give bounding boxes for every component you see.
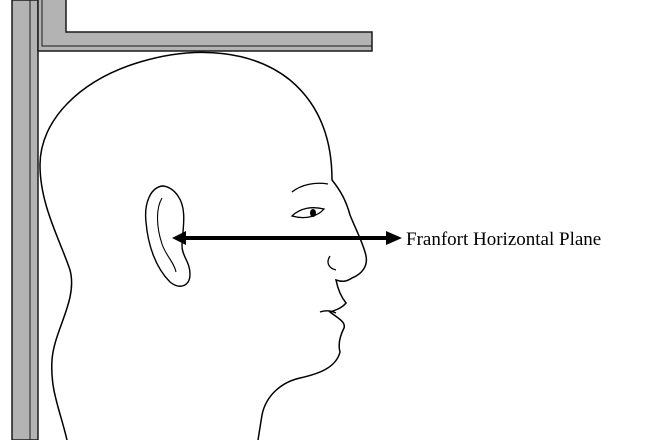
eye-outline [292, 208, 324, 218]
horizontal-plane-arrow [172, 231, 402, 245]
head-outline [40, 52, 366, 440]
eyebrow [292, 183, 328, 192]
stand-pole [12, 0, 38, 440]
eye-pupil [310, 209, 316, 217]
arrow-head-right [386, 231, 402, 245]
ear-inner [158, 198, 177, 272]
plane-label: Franfort Horizontal Plane [406, 228, 601, 252]
arrow-head-left [172, 231, 186, 245]
stand-headboard [38, 0, 372, 51]
eye [292, 208, 324, 218]
measuring-stand [12, 0, 372, 440]
nostril [328, 256, 336, 270]
